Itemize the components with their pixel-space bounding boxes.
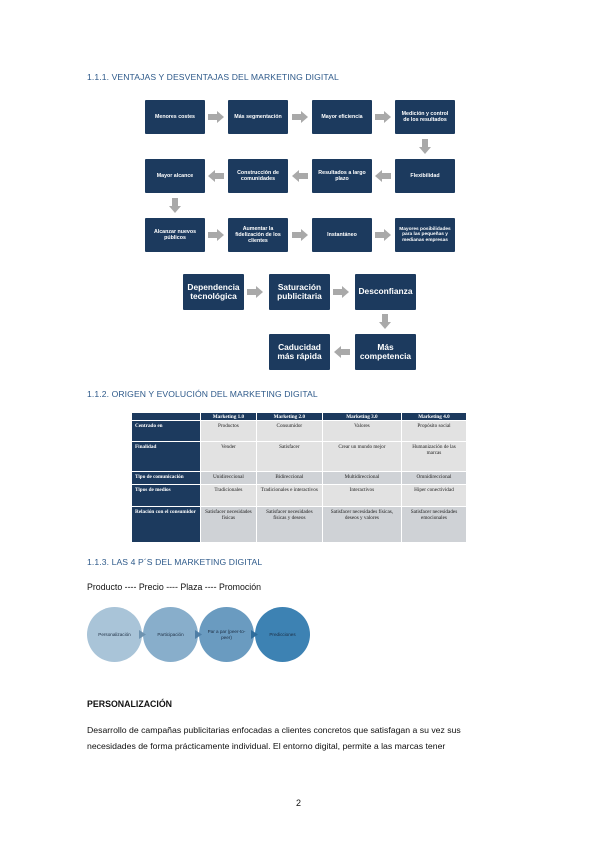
page-number: 2 [296, 798, 302, 808]
row-header: Finalidad [131, 441, 201, 472]
arrow-down-icon [419, 139, 431, 154]
flow-box: Alcanzar nuevos públicos [145, 218, 205, 252]
table-cell: Bidireccional [255, 471, 323, 485]
table-cell: Satisfacer [255, 441, 323, 472]
table-cell: Vender [200, 441, 257, 472]
chevron-right-icon [251, 630, 258, 639]
arrow-right-icon [375, 229, 391, 241]
arrow-right-icon [333, 286, 349, 298]
table-header-cell [131, 412, 201, 421]
flow-box: Saturación publicitaria [269, 274, 330, 310]
circle-participacion: Participación [143, 607, 198, 662]
circle-par-a-par: Par a par (peer-to-peer) [199, 607, 254, 662]
arrow-left-icon [208, 170, 224, 182]
table-row: Finalidad Vender Satisfacer Crear un mun… [131, 441, 468, 472]
flow-box: Flexibilidad [395, 159, 455, 193]
arrow-right-icon [375, 111, 391, 123]
chevron-right-icon [139, 630, 146, 639]
arrow-down-icon [169, 198, 181, 213]
chevron-right-icon [195, 630, 202, 639]
flow-box: Más competencia [355, 334, 416, 370]
flow-box: Resultados a largo plazo [312, 159, 372, 193]
row-header: Tipos de medios [131, 484, 201, 507]
table-cell: Crear un mundo mejor [321, 441, 402, 472]
paragraph-line: Desarrollo de campañas publicitarias enf… [87, 725, 461, 735]
arrow-right-icon [292, 229, 308, 241]
circle-personalizacion: Personalización [87, 607, 142, 662]
personalizacion-title: PERSONALIZACIÓN [87, 699, 173, 709]
table-cell: Tradicionales e interactivos [255, 484, 323, 507]
table-cell: Consumidor [255, 420, 323, 442]
flow-box: Mayores posibilidades para las pequeñas … [395, 218, 455, 252]
table-row: Tipos de medios Tradicionales Tradiciona… [131, 484, 468, 507]
section-heading-origen: 1.1.2. ORIGEN Y EVOLUCIÓN DEL MARKETING … [87, 389, 318, 399]
table-row: Relación con el consumidor Satisfacer ne… [131, 506, 468, 543]
flow-box: Medición y control de los resultados [395, 100, 455, 134]
flow-box: Desconfianza [355, 274, 416, 310]
flow-box: Dependencia tecnológica [183, 274, 244, 310]
table-cell: Tradicionales [200, 484, 257, 507]
row-header: Relación con el consumidor [131, 506, 201, 543]
flow-box: Instantáneo [312, 218, 372, 252]
table-header-cell: Marketing 4.0 [400, 412, 468, 421]
table-cell: Interactivos [321, 484, 402, 507]
table-cell: Satisfacer necesidades físicas y deseos [255, 506, 323, 543]
table-row: Centrado en Productos Consumidor Valores… [131, 420, 468, 442]
flow-box: Aumentar la fidelización de los clientes [228, 218, 288, 252]
table-header-row: Marketing 1.0 Marketing 2.0 Marketing 3.… [131, 412, 468, 421]
flow-box: Caducidad más rápida [269, 334, 330, 370]
marketing-evolution-table: Marketing 1.0 Marketing 2.0 Marketing 3.… [131, 412, 468, 543]
table-cell: Satisfacer necesidades físicas [200, 506, 257, 543]
table-cell: Satisfacer necesidades físicas, deseos y… [321, 506, 402, 543]
table-header-cell: Marketing 3.0 [321, 412, 402, 421]
personalizacion-paragraph: Desarrollo de campañas publicitarias enf… [87, 722, 527, 754]
section-heading-ventajas: 1.1.1. VENTAJAS Y DESVENTAJAS DEL MARKET… [87, 72, 339, 82]
table-cell: Hiper conectividad [400, 484, 468, 507]
table-cell: Omnidireccional [400, 471, 468, 485]
flow-box: Mayor alcance [145, 159, 205, 193]
table-row: Tipo de comunicación Unidireccional Bidi… [131, 471, 468, 485]
flow-box: Mayor eficiencia [312, 100, 372, 134]
arrow-right-icon [208, 111, 224, 123]
flow-box: Menores costes [145, 100, 205, 134]
row-header: Centrado en [131, 420, 201, 442]
table-cell: Propósito social [400, 420, 468, 442]
table-header-cell: Marketing 1.0 [200, 412, 257, 421]
row-header: Tipo de comunicación [131, 471, 201, 485]
table-cell: Satisfacer necesidades emocionales [400, 506, 468, 543]
table-cell: Humanización de las marcas [400, 441, 468, 472]
arrow-right-icon [208, 229, 224, 241]
arrow-right-icon [247, 286, 263, 298]
arrow-left-icon [292, 170, 308, 182]
table-cell: Valores [321, 420, 402, 442]
flow-box: Más segmentación [228, 100, 288, 134]
table-cell: Multidireccional [321, 471, 402, 485]
arrow-right-icon [292, 111, 308, 123]
arrow-down-icon [379, 314, 391, 329]
table-cell: Unidireccional [200, 471, 257, 485]
circle-predicciones: Predicciones [255, 607, 310, 662]
four-ps-line: Producto ---- Precio ---- Plaza ---- Pro… [87, 582, 262, 592]
table-header-cell: Marketing 2.0 [255, 412, 323, 421]
flow-box: Construcción de comunidades [228, 159, 288, 193]
arrow-left-icon [375, 170, 391, 182]
arrow-left-icon [334, 346, 350, 358]
paragraph-line: necesidades de forma prácticamente indiv… [87, 741, 446, 751]
section-heading-4ps: 1.1.3. LAS 4 P´S DEL MARKETING DIGITAL [87, 557, 263, 567]
table-cell: Productos [200, 420, 257, 442]
